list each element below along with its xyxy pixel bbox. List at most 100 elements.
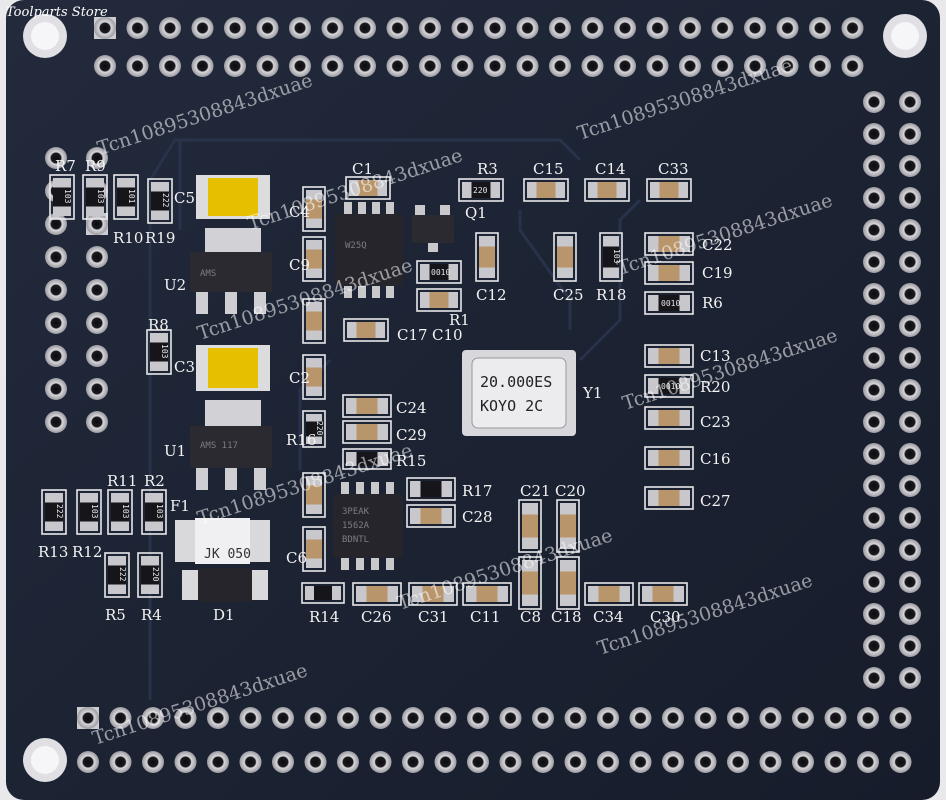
smd-outline: [638, 582, 688, 606]
capacitor-body: [479, 246, 495, 268]
header-pin: [629, 751, 652, 773]
header-pin: [863, 347, 885, 369]
header-pin: [337, 751, 359, 773]
header-pin: [863, 411, 885, 433]
header-pins: [45, 17, 921, 773]
header-pin: [86, 345, 108, 367]
header-pin: [792, 751, 814, 773]
header-pin: [516, 55, 539, 77]
header-pin: [662, 707, 684, 729]
smd-outline: [644, 232, 694, 256]
label-C25: C25: [553, 286, 584, 304]
smd-outline: [113, 174, 139, 220]
capacitor-body: [659, 182, 679, 198]
header-pin: [727, 707, 749, 729]
resistor-body: [658, 295, 680, 311]
resistor-body: [145, 502, 163, 522]
diode-d1: [182, 568, 268, 602]
resistor-body: [53, 187, 71, 207]
smd-outline: [646, 178, 692, 202]
label-R4: R4: [141, 606, 162, 624]
smd-outline: [644, 291, 694, 315]
header-pin: [899, 539, 921, 561]
smd-outline: [556, 556, 580, 610]
label-C31: C31: [418, 608, 449, 626]
smd-outline: [343, 318, 389, 342]
header-pin: [434, 707, 457, 729]
capacitor-body: [306, 311, 322, 331]
header-pin: [899, 283, 921, 305]
u2-marking: AMS: [200, 269, 216, 279]
smd-outline: [302, 186, 326, 232]
smd-outline: [408, 582, 458, 606]
header-pin: [899, 411, 921, 433]
smd-outline: [146, 329, 172, 375]
header-pin: [809, 55, 831, 77]
resistor-body: [80, 502, 98, 522]
header-pin: [759, 751, 782, 773]
header-pin: [499, 707, 522, 729]
header-pin: [776, 55, 799, 77]
transistor-q1: [412, 205, 454, 252]
header-pin: [857, 751, 879, 773]
capacitor-body: [522, 571, 538, 595]
header-pin: [899, 571, 921, 593]
smd-outline: [584, 178, 630, 202]
header-pin: [759, 707, 782, 729]
label-C14: C14: [595, 160, 626, 178]
flash-chip: W25Q: [335, 202, 403, 298]
opamp-marking-1: 3PEAK: [342, 507, 370, 517]
header-pin: [899, 315, 921, 337]
label-C2: C2: [289, 369, 310, 387]
capacitor-body: [429, 292, 449, 308]
resistor-body: [45, 502, 63, 522]
capacitor-body: [658, 236, 680, 252]
capacitor-body: [658, 450, 680, 466]
resistor-code: 222: [161, 193, 170, 208]
header-pin: [289, 55, 311, 77]
label-C30: C30: [650, 608, 681, 626]
header-pin: [792, 707, 814, 729]
header-pin: [191, 55, 214, 77]
label-C20: C20: [555, 482, 586, 500]
label-R10: R10: [113, 229, 143, 247]
capacitor-body: [306, 367, 322, 387]
header-pin: [86, 279, 108, 301]
header-pin: [402, 751, 424, 773]
smd-outline: [49, 174, 75, 220]
capacitor-body: [658, 410, 680, 426]
capacitor-body: [356, 424, 378, 440]
label-C12: C12: [476, 286, 507, 304]
smd-outline: [416, 288, 462, 312]
smd-outline: [644, 446, 694, 470]
smd-outline: [104, 552, 130, 598]
label-U2: U2: [164, 276, 186, 294]
header-pin: [597, 751, 619, 773]
header-pin: [434, 751, 457, 773]
capacitor-body: [658, 265, 680, 281]
capacitor-body: [366, 586, 388, 602]
header-pin: [45, 312, 67, 334]
label-R9: R9: [85, 157, 106, 175]
smd-outline: [462, 582, 512, 606]
header-pin: [337, 707, 359, 729]
tantalum-c3: [196, 345, 270, 391]
label-C13: C13: [700, 347, 731, 365]
header-pin: [899, 443, 921, 465]
header-pin: [564, 707, 587, 729]
smd-outline: [137, 552, 163, 598]
jk-marking: JK 050: [204, 547, 251, 562]
smd-outline: [302, 298, 326, 344]
smd-outline: [342, 448, 392, 470]
header-pin: [899, 123, 921, 145]
mount-hole-inner: [31, 746, 59, 774]
smd-outline: [82, 174, 108, 220]
label-C34: C34: [593, 608, 624, 626]
store-label: Toolparts Store: [6, 5, 108, 20]
header-pin: [304, 751, 327, 773]
smd-outline: [41, 489, 67, 535]
header-pin: [239, 707, 262, 729]
header-pin: [45, 147, 67, 169]
smd-outline: [584, 582, 634, 606]
label-R14: R14: [309, 608, 339, 626]
